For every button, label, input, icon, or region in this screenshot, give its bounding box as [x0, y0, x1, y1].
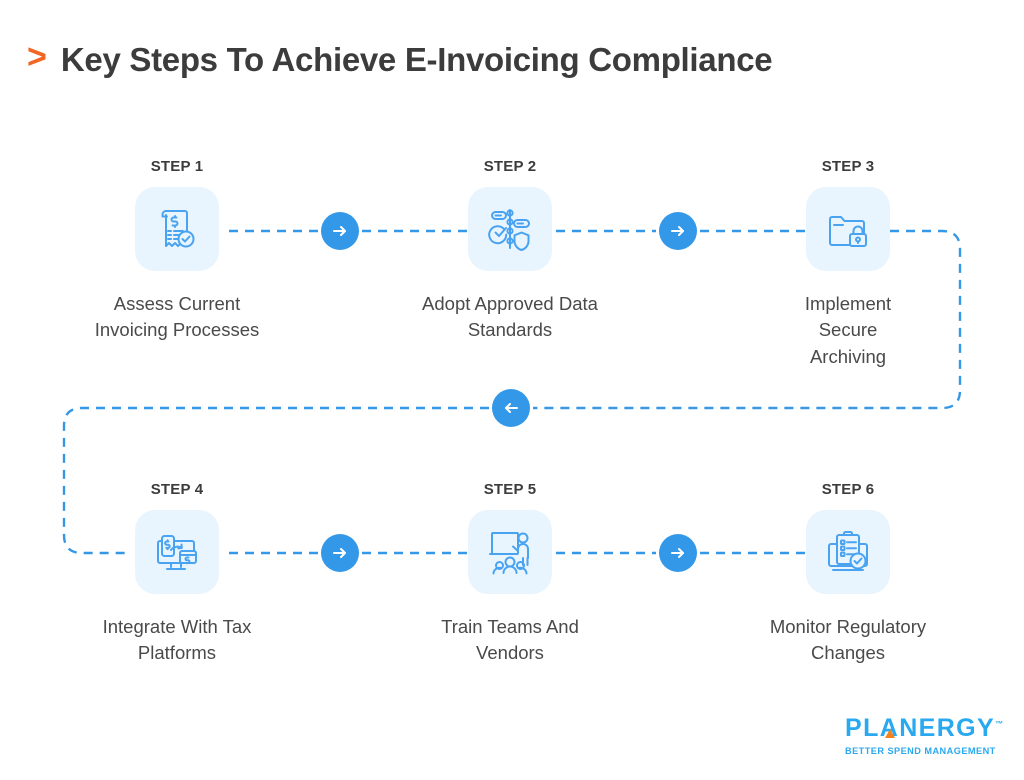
data-standards-shield-icon: [468, 187, 552, 271]
arrow-right-icon: [333, 548, 346, 558]
page-title: > Key Steps To Achieve E-Invoicing Compl…: [27, 38, 773, 78]
step-label-4: STEP 4: [150, 481, 204, 498]
step-label-2: STEP 2: [483, 158, 537, 175]
clipboard-checklist-check-icon: [806, 510, 890, 594]
arrow-right-icon: [671, 548, 684, 558]
arrow-step4-to-step5[interactable]: [321, 534, 359, 572]
arrow-right-icon: [333, 226, 346, 236]
arrow-left-icon: [505, 403, 518, 413]
step-card-3[interactable]: STEP 3 Implement Secure Archiving: [733, 158, 963, 370]
step-caption-3: Implement Secure Archiving: [804, 293, 892, 367]
step-caption-6: Monitor Regulatory Changes: [769, 616, 927, 664]
step-caption-2: Adopt Approved Data Standards: [422, 293, 598, 341]
arrow-step5-to-step6[interactable]: [659, 534, 697, 572]
training-presentation-icon: [468, 510, 552, 594]
step-card-1[interactable]: STEP 1 Assess Current Invoicing Processe…: [62, 158, 292, 344]
step-label-5: STEP 5: [483, 481, 537, 498]
step-label-3: STEP 3: [821, 158, 875, 175]
step-card-5[interactable]: STEP 5 Train Teams And Vendors: [395, 481, 625, 667]
invoice-dollar-check-icon: [135, 187, 219, 271]
arrow-right-icon: [671, 226, 684, 236]
page-title-text: Key Steps To Achieve E-Invoicing Complia…: [60, 40, 773, 78]
planergy-logo: PLANERGY™ BETTER SPEND MANAGEMENT: [845, 714, 1003, 757]
step-label-1: STEP 1: [150, 158, 204, 175]
step-caption-1: Assess Current Invoicing Processes: [94, 293, 260, 341]
step-card-4[interactable]: STEP 4 Integrate With Tax Platforms: [62, 481, 292, 667]
step-caption-5: Train Teams And Vendors: [441, 616, 579, 664]
arrow-step1-to-step2[interactable]: [321, 212, 359, 250]
arrow-step2-to-step3[interactable]: [659, 212, 697, 250]
arrow-step3-to-step4[interactable]: [492, 389, 530, 427]
folder-lock-icon: [806, 187, 890, 271]
step-caption-4: Integrate With Tax Platforms: [102, 616, 252, 664]
logo-wordmark-text: PLANERGY: [845, 714, 996, 742]
logo-tagline: BETTER SPEND MANAGEMENT: [845, 746, 996, 756]
step-card-6[interactable]: STEP 6 Monitor Regulatory Changes: [733, 481, 963, 667]
chevron-right-icon: >: [27, 38, 47, 76]
step-label-6: STEP 6: [821, 481, 875, 498]
step-card-2[interactable]: STEP 2 Adopt Approved Data Standards: [395, 158, 625, 344]
monitor-phone-payment-icon: [135, 510, 219, 594]
logo-trademark: ™: [995, 719, 1004, 729]
logo-accent-triangle-icon: [885, 729, 895, 738]
logo-wordmark: PLANERGY™: [845, 714, 1003, 742]
